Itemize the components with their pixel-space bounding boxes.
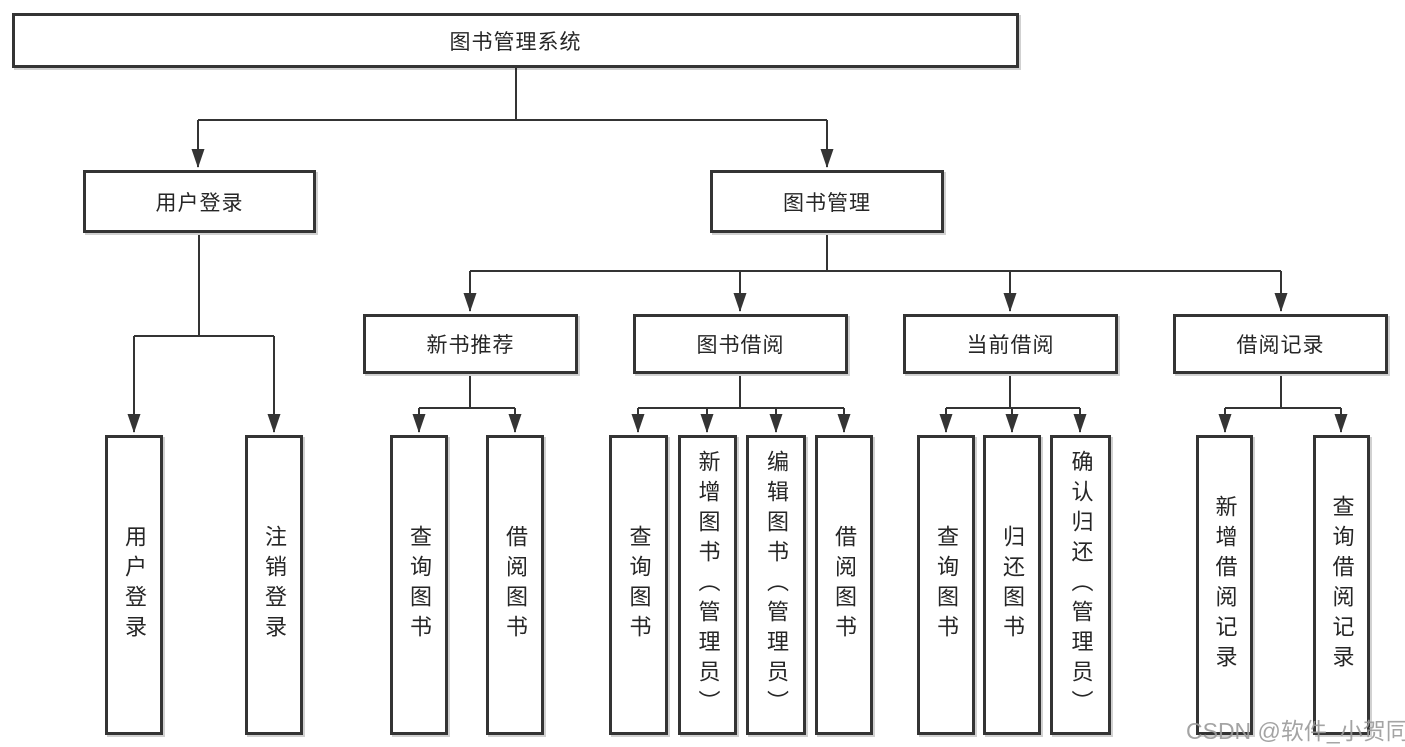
node-book-management-branch: 图书管理 bbox=[710, 170, 944, 233]
node-current-borrowing: 当前借阅 bbox=[903, 314, 1118, 374]
node-leaf-user-login: 用户登录 bbox=[105, 435, 163, 735]
connector-new-book-children bbox=[412, 376, 522, 433]
node-leaf-edit-books-admin: 编辑图书（管理员） bbox=[746, 435, 806, 735]
node-leaf-add-borrow-record: 新增借阅记录 bbox=[1196, 435, 1253, 735]
node-borrowing-records: 借阅记录 bbox=[1173, 314, 1388, 374]
node-new-book-recommend: 新书推荐 bbox=[363, 314, 578, 374]
connector-user-login-children bbox=[127, 235, 281, 433]
node-leaf-query-books-recommend: 查询图书 bbox=[390, 435, 448, 735]
connector-book-borrowing-children bbox=[631, 376, 851, 433]
csdn-watermark: CSDN @软件_小贺同学 bbox=[1186, 718, 1405, 744]
connector-book-management-children bbox=[463, 235, 1288, 312]
node-leaf-query-books-current: 查询图书 bbox=[917, 435, 975, 735]
node-library-system-root: 图书管理系统 bbox=[12, 13, 1019, 68]
node-leaf-borrow-books-recommend: 借阅图书 bbox=[486, 435, 544, 735]
connector-records-children bbox=[1218, 376, 1348, 433]
node-leaf-query-books-borrowing: 查询图书 bbox=[609, 435, 668, 735]
node-leaf-borrow-books-borrowing: 借阅图书 bbox=[815, 435, 873, 735]
node-leaf-confirm-return-admin: 确认归还（管理员） bbox=[1050, 435, 1111, 735]
node-leaf-return-books: 归还图书 bbox=[983, 435, 1041, 735]
node-leaf-logout: 注销登录 bbox=[245, 435, 303, 735]
node-book-borrowing: 图书借阅 bbox=[633, 314, 848, 374]
connector-root-to-branches bbox=[191, 68, 834, 168]
connector-current-borrowing-children bbox=[939, 376, 1087, 433]
node-leaf-query-borrow-record: 查询借阅记录 bbox=[1313, 435, 1370, 735]
node-user-login-branch: 用户登录 bbox=[83, 170, 316, 233]
node-leaf-add-books-admin: 新增图书（管理员） bbox=[678, 435, 737, 735]
